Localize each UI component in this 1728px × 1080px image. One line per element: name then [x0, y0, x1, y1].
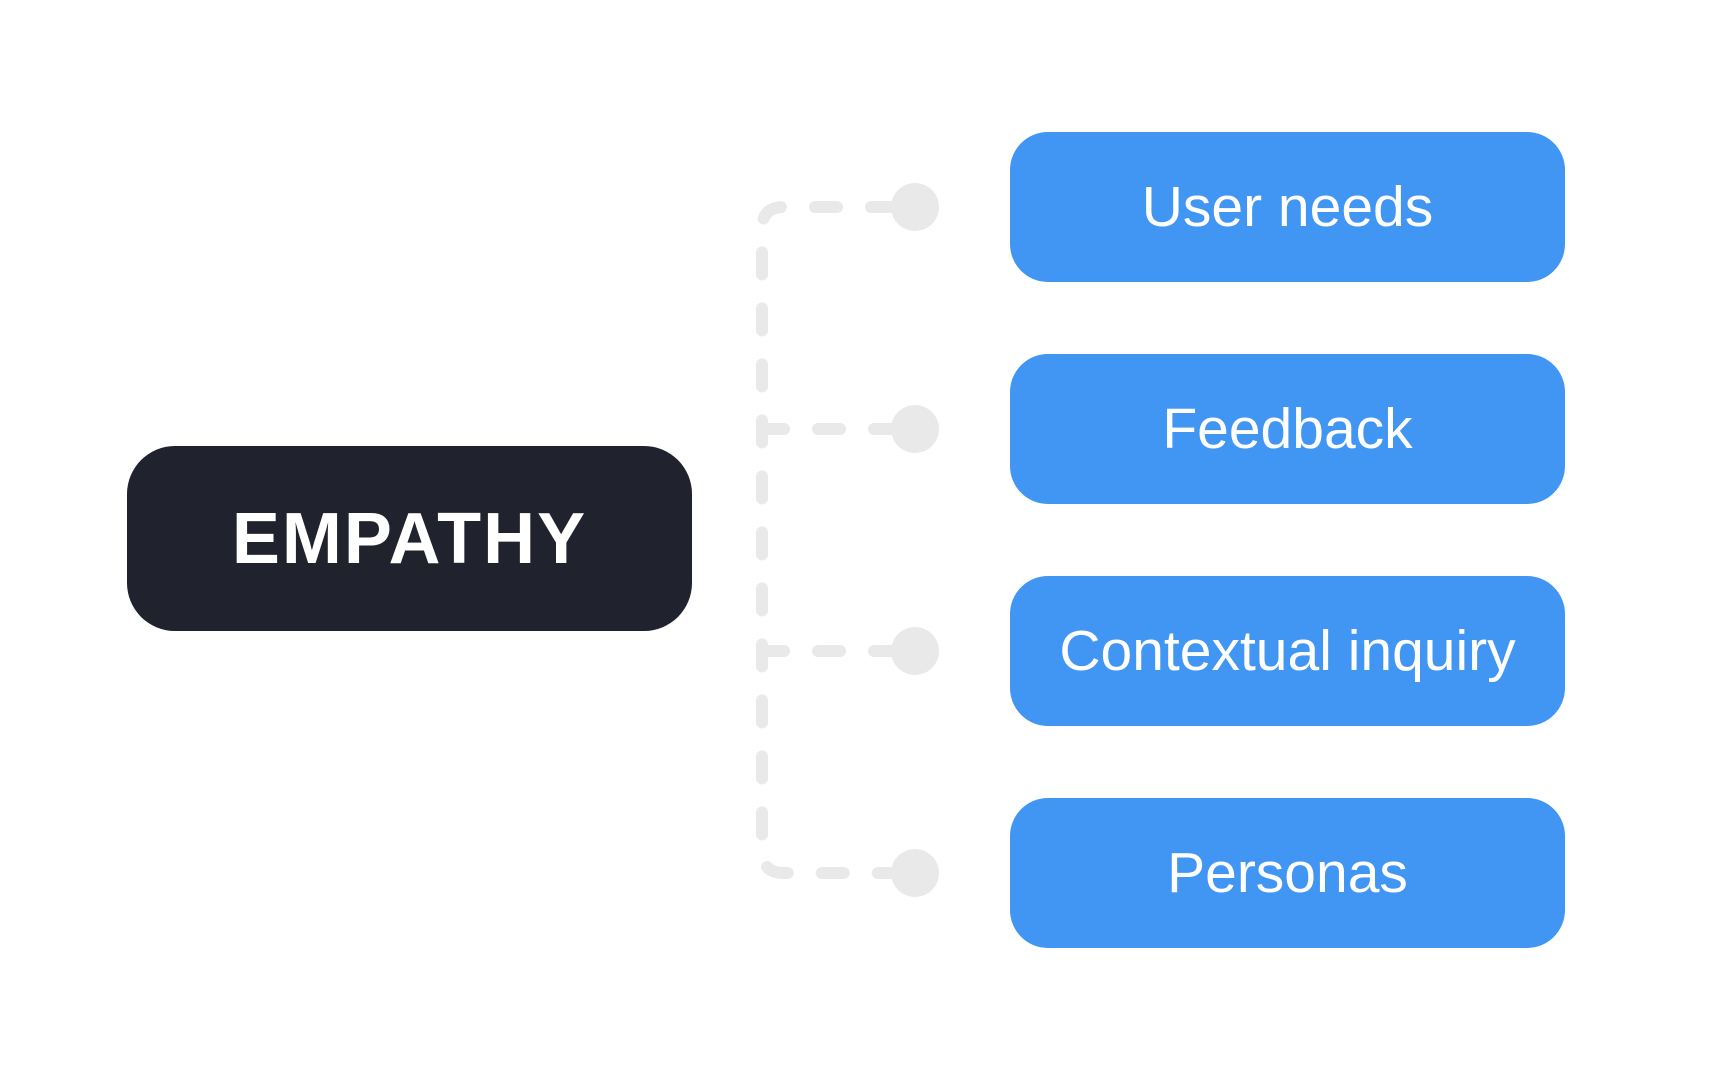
center-node-label: EMPATHY: [231, 498, 588, 579]
connector-path-main: [756, 201, 899, 879]
branch-node-label: Contextual inquiry: [1059, 619, 1516, 683]
branch-node-label: Personas: [1167, 841, 1408, 905]
connector-dot: [891, 627, 939, 675]
connector-dot: [891, 405, 939, 453]
connector-dot: [891, 849, 939, 897]
connector-dot: [891, 183, 939, 231]
branch-node-label: User needs: [1141, 175, 1434, 239]
node-user-needs[interactable]: User needs: [1010, 132, 1565, 282]
branch-node-label: Feedback: [1162, 397, 1413, 461]
node-contextual-inquiry[interactable]: Contextual inquiry: [1010, 576, 1565, 726]
node-personas[interactable]: Personas: [1010, 798, 1565, 948]
node-feedback[interactable]: Feedback: [1010, 354, 1565, 504]
node-empathy[interactable]: EMPATHY: [127, 446, 692, 631]
